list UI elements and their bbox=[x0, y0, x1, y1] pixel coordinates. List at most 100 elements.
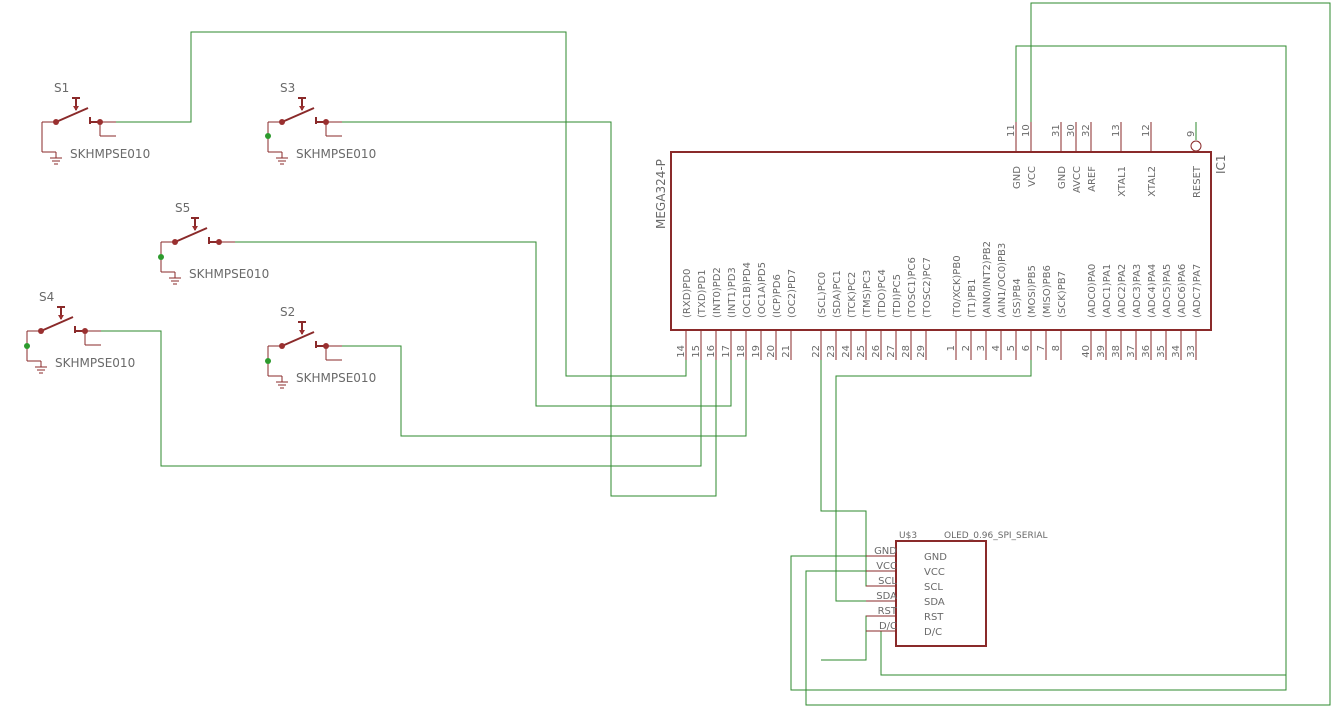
mcu-bottom-pin: 27(TDI)PC5 bbox=[886, 274, 903, 360]
mcu-pin-name: (OC2)PD7 bbox=[787, 269, 798, 318]
switch-ref-s5: S5 bbox=[175, 201, 190, 215]
mcu-bottom-pin: 2 (T1)PB1 bbox=[961, 278, 978, 360]
mcu-pin-number: 12 bbox=[1141, 124, 1152, 137]
mcu-bottom-pin: 39(ADC1)PA1 bbox=[1096, 264, 1113, 360]
mcu-pin-number: 29 bbox=[916, 345, 927, 358]
mcu-bottom-pin: 8(SCK)PB7 bbox=[1051, 271, 1068, 360]
mcu-pin-name: (T0/XCK)PB0 bbox=[952, 255, 963, 318]
mcu-pin-number: 36 bbox=[1141, 345, 1152, 358]
mcu-pin-name: (SS)PB4 bbox=[1012, 278, 1023, 318]
mcu-pin-name: (TXD)PD1 bbox=[697, 269, 708, 318]
mcu-pin-number: 13 bbox=[1111, 124, 1122, 137]
oled-pin-label: D/C bbox=[879, 621, 897, 632]
mcu-bottom-pin: 16 (INT0)PD2 bbox=[706, 267, 723, 360]
mcu-pin-number: 18 bbox=[736, 345, 747, 358]
mcu-pin-number: 20 bbox=[766, 345, 777, 358]
oled-pin-label: SDA bbox=[876, 591, 897, 602]
switch-value-s1: SKHMPSE010 bbox=[70, 147, 150, 161]
mcu-pin-number: 31 bbox=[1051, 124, 1062, 137]
oled-value: OLED_0.96_SPI_SERIAL bbox=[944, 531, 1048, 541]
oled-pin-label: RST bbox=[878, 606, 898, 617]
mcu-pin-name: VCC bbox=[1027, 166, 1038, 187]
mcu-bottom-pin: 24(TCK)PC2 bbox=[841, 272, 858, 360]
mcu-pin-number: 9 bbox=[1186, 131, 1197, 137]
mcu-pin-number: 16 bbox=[706, 345, 717, 358]
mcu-bottom-pin: 34(ADC6)PA6 bbox=[1171, 264, 1188, 360]
oled-pin-name: SCL bbox=[924, 582, 943, 593]
mcu-pin-name: (T1)PB1 bbox=[967, 278, 978, 318]
mcu-bottom-pin: 26(TDO)PC4 bbox=[871, 269, 888, 360]
mcu-bottom-pin: 14 (RXD)PD0 bbox=[676, 269, 693, 360]
mcu-pin-number: 2 bbox=[961, 345, 972, 351]
switch-value-s4: SKHMPSE010 bbox=[55, 356, 135, 370]
mcu-ic1: MEGA324-P IC1 11GND10VCC31GND30AVCC32ARE… bbox=[654, 122, 1228, 360]
mcu-pin-name: GND bbox=[1057, 166, 1068, 189]
mcu-pin-name: (INT0)PD2 bbox=[712, 267, 723, 318]
mcu-pin-number: 19 bbox=[751, 345, 762, 358]
mcu-pin-name: (TOSC1)PC6 bbox=[907, 257, 918, 318]
mcu-pin-name: (ADC5)PA5 bbox=[1162, 264, 1173, 318]
switch-s2: S2 SKHMPSE010 bbox=[265, 305, 376, 389]
mcu-bottom-pin: 7 (MISO)PB6 bbox=[1036, 265, 1053, 360]
mcu-pin-name: (ADC4)PA4 bbox=[1147, 264, 1158, 318]
mcu-pin-name: (SDA)PC1 bbox=[832, 270, 843, 318]
mcu-top-pins: 11GND10VCC31GND30AVCC32AREF13XTAL112XTAL… bbox=[1006, 122, 1203, 198]
oled-pin: SCL SCL bbox=[866, 576, 943, 593]
oled-body bbox=[895, 540, 987, 647]
mcu-value: MEGA324-P bbox=[654, 159, 668, 229]
mcu-pin-name: (ADC7)PA7 bbox=[1192, 264, 1203, 318]
mcu-bottom-pin: 15 (TXD)PD1 bbox=[691, 269, 708, 360]
mcu-bottom-pin: 18(OC1B)PD4 bbox=[736, 262, 753, 360]
mcu-bottom-pin: 36 (ADC4)PA4 bbox=[1141, 264, 1158, 360]
mcu-pin-number: 3 bbox=[976, 345, 987, 351]
mcu-bottom-pin: 38(ADC2)PA2 bbox=[1111, 264, 1128, 360]
switch-value-s3: SKHMPSE010 bbox=[296, 147, 376, 161]
mcu-bottom-pin: 3(AIN0/INT2)PB2 bbox=[976, 241, 993, 360]
mcu-pin-name: RESET bbox=[1192, 165, 1203, 198]
mcu-pin-number: 37 bbox=[1126, 345, 1137, 358]
mcu-pin-name: (TDO)PC4 bbox=[877, 269, 888, 318]
mcu-pin-number: 15 bbox=[691, 345, 702, 358]
mcu-pin-name: (MOSI)PB5 bbox=[1027, 265, 1038, 318]
mcu-bottom-pin: 35 (ADC5)PA5 bbox=[1156, 264, 1173, 360]
switch-ref-s2: S2 bbox=[280, 305, 295, 319]
mcu-pin-number: 22 bbox=[811, 345, 822, 358]
mcu-bottom-pin: 37(ADC3)PA3 bbox=[1126, 264, 1143, 360]
mcu-bottom-pin: 1(T0/XCK)PB0 bbox=[946, 255, 963, 360]
mcu-pin-number: 35 bbox=[1156, 345, 1167, 358]
mcu-pin-number: 14 bbox=[676, 345, 687, 358]
mcu-pin-name: (RXD)PD0 bbox=[682, 269, 693, 318]
mcu-bottom-pin: 19(OC1A)PD5 bbox=[751, 262, 768, 360]
mcu-bottom-pin: 25(TMS)PC3 bbox=[856, 270, 873, 360]
mcu-pin-number: 6 bbox=[1021, 345, 1032, 351]
mcu-pin-number: 7 bbox=[1036, 345, 1047, 351]
switch-s5: S5 SKHMPSE010 bbox=[158, 201, 269, 285]
mcu-pin-name: (TCK)PC2 bbox=[847, 272, 858, 318]
mcu-bottom-pin: 33(ADC7)PA7 bbox=[1186, 264, 1203, 360]
mcu-bottom-pin: 20(ICP)PD6 bbox=[766, 274, 783, 360]
switch-s4: S4 SKHMPSE010 bbox=[24, 290, 135, 374]
switch-s3: S3 SKHMPSE010 bbox=[265, 81, 376, 165]
mcu-pin-name: (ADC2)PA2 bbox=[1117, 264, 1128, 318]
mcu-pin-name: AREF bbox=[1087, 166, 1098, 192]
mcu-pin-name: GND bbox=[1012, 166, 1023, 189]
mcu-bottom-pin: 4(AIN1/OC0)PB3 bbox=[991, 243, 1008, 360]
oled-pin-label: GND bbox=[874, 546, 897, 557]
oled-pin-name: D/C bbox=[924, 627, 942, 638]
mcu-bottom-pin: 29(TOSC2)PC7 bbox=[916, 257, 933, 360]
mcu-pin-number: 27 bbox=[886, 345, 897, 358]
mcu-pin-number: 8 bbox=[1051, 345, 1062, 351]
mcu-body bbox=[670, 151, 1212, 331]
oled-pin-label: SCL bbox=[878, 576, 897, 587]
mcu-pin-number: 11 bbox=[1006, 124, 1017, 137]
mcu-pin-name: (MISO)PB6 bbox=[1042, 265, 1053, 318]
oled-pin-name: SDA bbox=[924, 597, 945, 608]
